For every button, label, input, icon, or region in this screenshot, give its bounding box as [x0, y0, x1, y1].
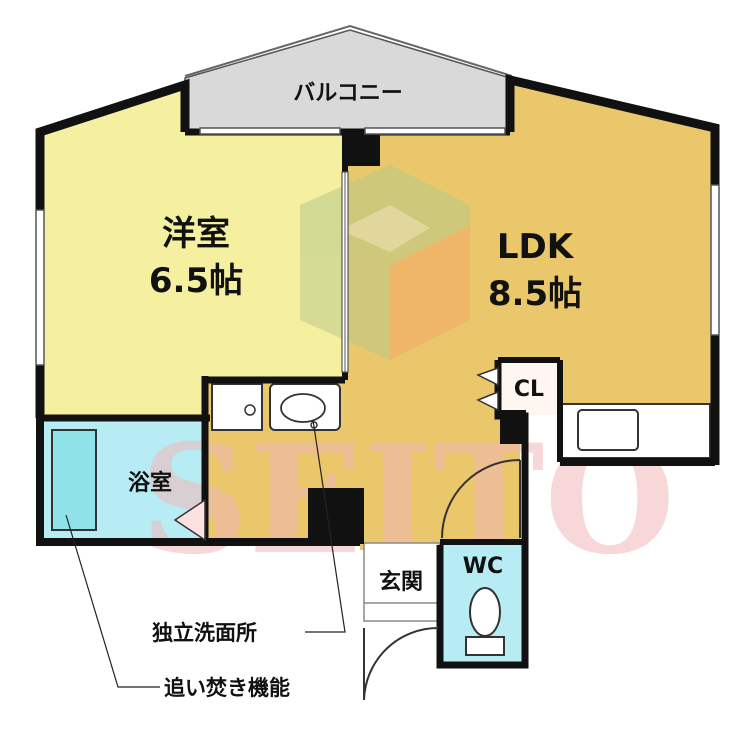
washroom-callout: 独立洗面所 — [152, 621, 257, 645]
bath-label: 浴室 — [128, 470, 172, 496]
kitchen-sink — [577, 409, 639, 451]
western-room-size: 6.5帖 — [149, 261, 243, 301]
western-room-name: 洋室 — [162, 214, 230, 254]
closet-area — [500, 360, 558, 415]
closet-label: CL — [514, 377, 544, 402]
ldk-name: LDK — [497, 227, 575, 267]
toilet-tank — [465, 636, 505, 656]
pillar — [308, 488, 364, 544]
entrance-label: 玄関 — [379, 569, 423, 595]
ldk-floor — [345, 85, 715, 460]
entrance-floor — [363, 542, 440, 622]
bathtub — [51, 429, 97, 531]
closet-doors — [476, 366, 499, 412]
bath-door — [173, 498, 206, 542]
ldk-size: 8.5帖 — [488, 274, 582, 314]
pillar — [500, 410, 526, 444]
balcony-rail — [184, 24, 513, 77]
entrance-door-swing — [363, 627, 439, 701]
toilet-bowl — [469, 587, 501, 637]
pillar — [344, 132, 380, 166]
reheating-callout: 追い焚き機能 — [164, 676, 290, 700]
balcony-label: バルコニー — [293, 81, 403, 106]
western-room-floor — [40, 85, 345, 418]
watermark-logo-icon — [300, 165, 470, 360]
toilet-label: WC — [463, 554, 503, 579]
washbasin-bowl — [280, 393, 326, 423]
callout-lines — [65, 419, 346, 688]
toilet-door-swing — [441, 459, 521, 539]
windows — [35, 127, 720, 366]
